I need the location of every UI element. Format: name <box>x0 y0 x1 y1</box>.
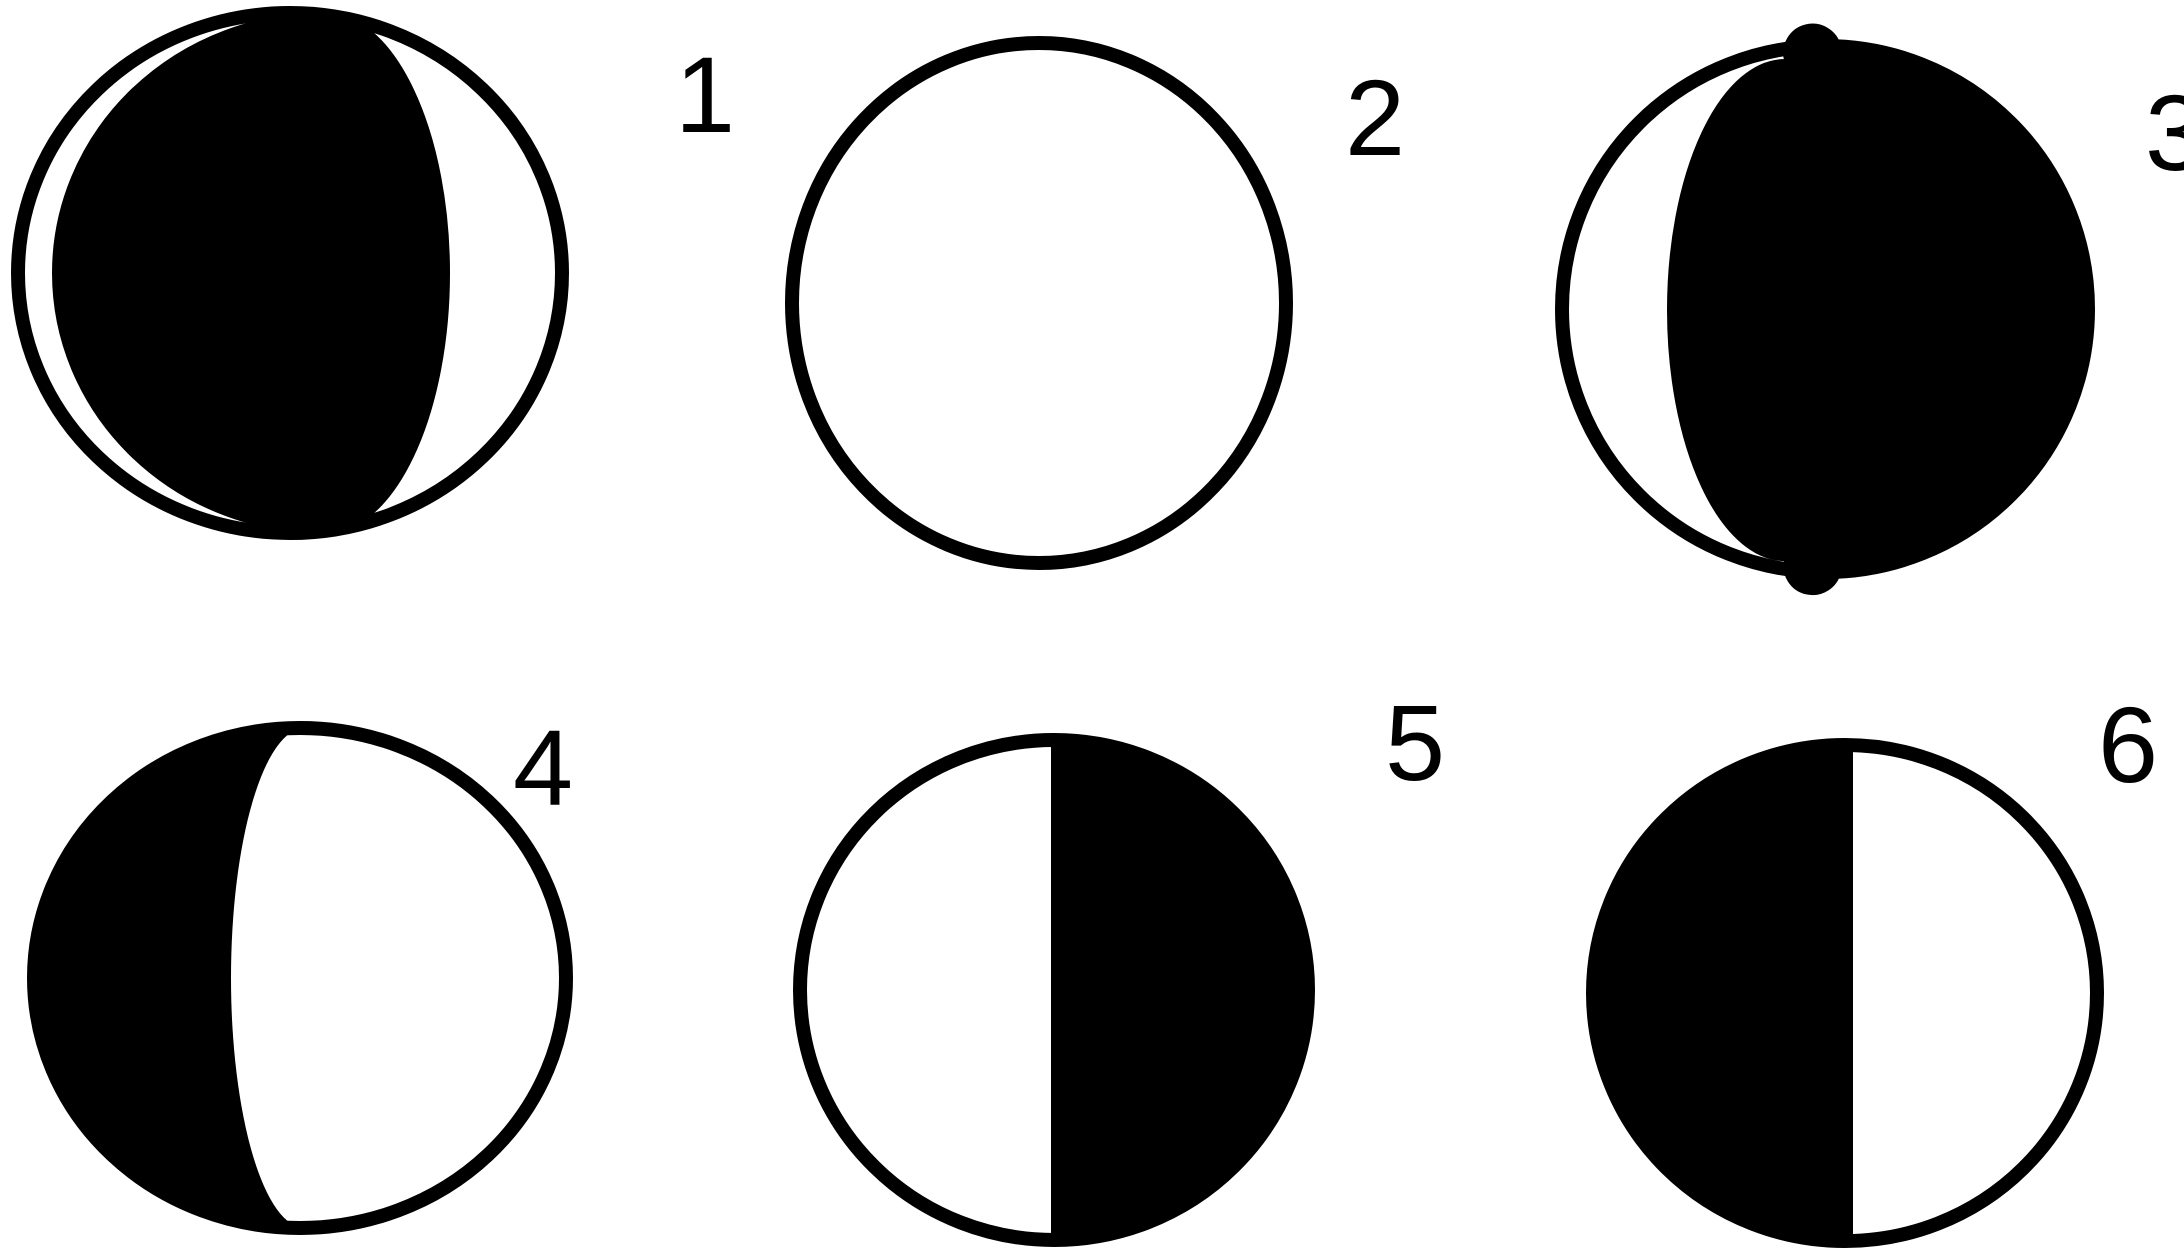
moon-phase-4-label: 4 <box>513 707 573 828</box>
moon-phase-1 <box>18 13 597 533</box>
moon-phase-2 <box>792 43 1286 563</box>
moon-phase-1-label: 1 <box>675 34 735 155</box>
moon-phase-6-label: 6 <box>2098 684 2158 805</box>
moon-phase-4 <box>34 728 566 1228</box>
moon-phase-2-label: 2 <box>1345 57 1405 178</box>
moon-phase-2-lit-part <box>792 43 1286 563</box>
moon-phase-3-label: 3 <box>2145 72 2184 193</box>
moon-phase-5 <box>800 740 1308 1240</box>
moon-phase-5-label: 5 <box>1385 682 1445 803</box>
moon-phase-6 <box>1591 745 2097 1241</box>
